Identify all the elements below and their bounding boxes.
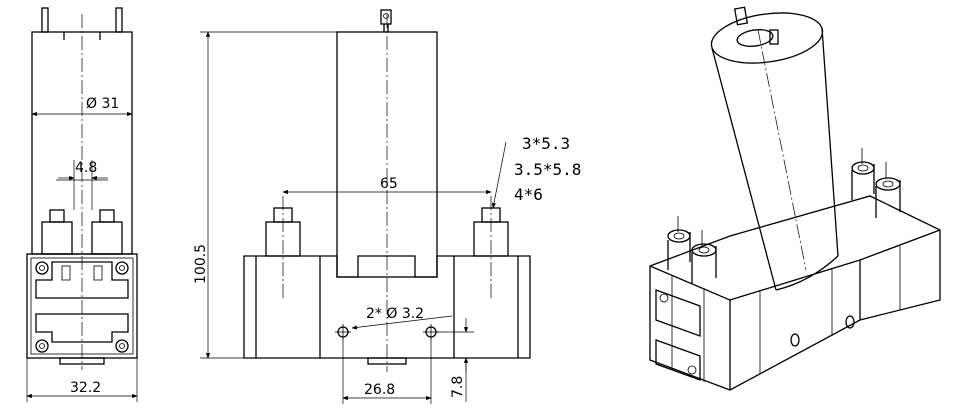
front-nozzle-right bbox=[91, 221, 123, 255]
front-dia-label: Ø 31 bbox=[86, 96, 119, 112]
side-terminal bbox=[380, 9, 392, 25]
iso-nozzles-left bbox=[667, 216, 717, 284]
side-pump-base bbox=[243, 255, 531, 359]
iso-hole-1 bbox=[790, 333, 800, 347]
side-height-label: 100.5 bbox=[193, 244, 209, 284]
iso-motor-top bbox=[710, 12, 824, 64]
front-width-label: 32.2 bbox=[70, 380, 101, 396]
side-hole-offset-label: 7.8 bbox=[450, 376, 466, 398]
side-view: 100.5 65 2* Ø 3.2 26.8 bbox=[193, 9, 531, 404]
tube-size-1: 3*5.3 bbox=[522, 134, 570, 153]
front-terminal-right bbox=[115, 7, 123, 33]
front-terminal-left bbox=[41, 7, 49, 33]
front-pitch-label: 4.8 bbox=[75, 160, 97, 176]
isometric-view bbox=[649, 6, 941, 391]
iso-pump-base bbox=[649, 195, 941, 391]
iso-nozzles-right bbox=[851, 148, 901, 218]
front-nozzle-left bbox=[41, 221, 73, 255]
side-hole-pitch-label: 26.8 bbox=[364, 382, 395, 398]
tube-size-2: 3.5*5.8 bbox=[514, 160, 581, 179]
front-view: Ø 31 4.8 32.2 bbox=[26, 7, 138, 402]
tube-size-3: 4*6 bbox=[514, 185, 543, 204]
side-span-label: 65 bbox=[380, 176, 398, 192]
side-hole-label: 2* Ø 3.2 bbox=[366, 306, 424, 322]
iso-hole-2 bbox=[845, 315, 855, 329]
tube-size-labels: 3*5.3 3.5*5.8 4*6 bbox=[514, 134, 581, 204]
